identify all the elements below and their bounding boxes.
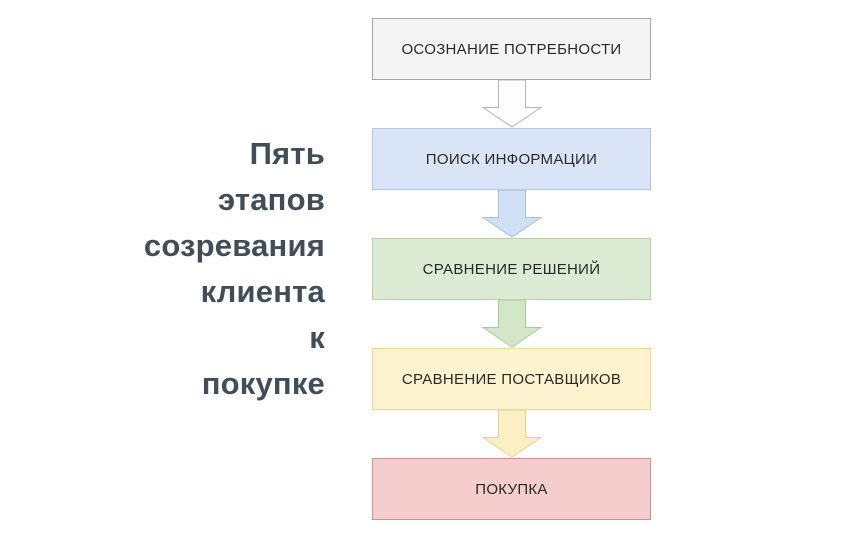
down-arrow-shape-3 [481,300,542,348]
stage-box-information-search: ПОИСК ИНФОРМАЦИИ [372,128,651,190]
stage-box-need-recognition: ОСОЗНАНИЕ ПОТРЕБНОСТИ [372,18,651,80]
down-arrow-icon-4 [481,410,542,458]
down-arrow-shape-4 [481,410,542,458]
down-arrow-icon-2 [481,190,542,238]
down-arrow-icon-3 [481,300,542,348]
diagram-title: Пять этапов созревания клиента к покупке [143,136,325,401]
down-arrow-shape-2 [481,190,542,238]
down-arrow-shape-1 [481,80,542,128]
stage-box-solution-comparison: СРАВНЕНИЕ РЕШЕНИЙ [372,238,651,300]
stage-box-purchase: ПОКУПКА [372,458,651,520]
stage-box-vendor-comparison: СРАВНЕНИЕ ПОСТАВЩИКОВ [372,348,651,410]
down-arrow-icon-1 [481,80,542,128]
purchase-funnel-flow: ОСОЗНАНИЕ ПОТРЕБНОСТИ ПОИСК ИНФОРМАЦИИ С… [372,18,651,520]
